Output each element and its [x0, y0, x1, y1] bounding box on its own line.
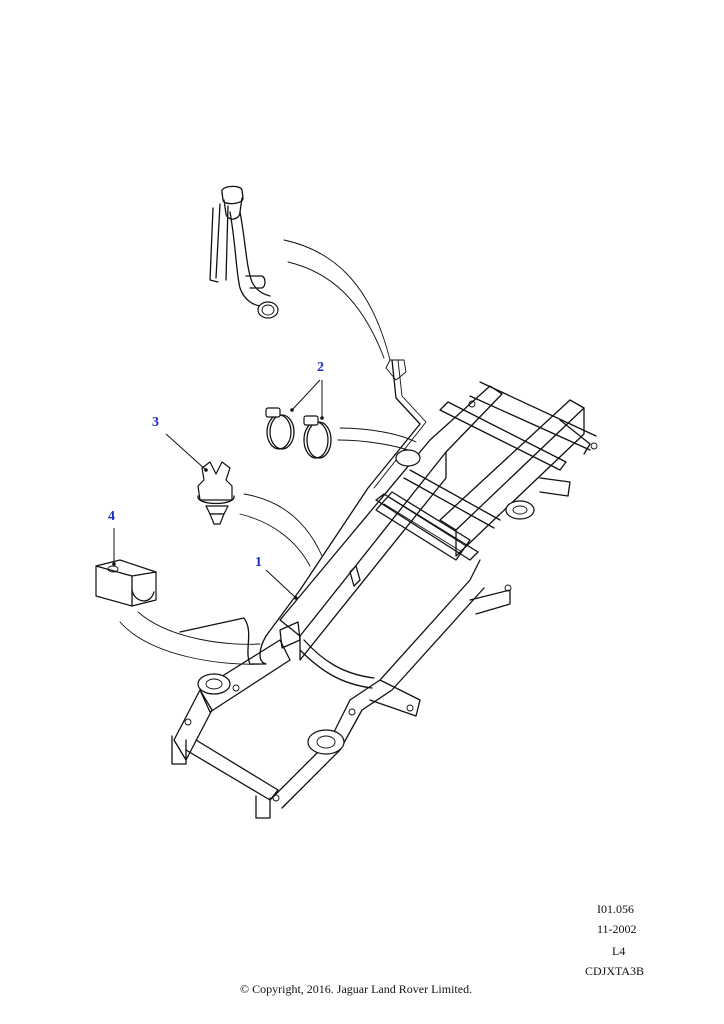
hose-clip-left	[265, 407, 295, 450]
leader-line-3	[165, 433, 207, 471]
fuel-pipe-connector	[385, 359, 407, 381]
fuel-pipe-inner	[373, 359, 427, 489]
filler-neck-hose	[209, 185, 279, 319]
leader-dot-2a	[290, 408, 294, 412]
fuel-pipe	[179, 359, 421, 665]
callout-2[interactable]: 2	[317, 360, 324, 375]
diagram-level: L4	[612, 944, 626, 958]
callout-3[interactable]: 3	[152, 415, 159, 430]
clip-guide-line	[339, 427, 417, 443]
callout-1[interactable]: 1	[255, 555, 262, 570]
diagram-ref: I01.056	[597, 902, 634, 916]
leader-line-1	[265, 569, 297, 599]
fir-tree-clip	[197, 461, 235, 525]
mounting-block	[95, 559, 157, 607]
block-guide-line	[119, 621, 263, 665]
leader-dot-3	[204, 468, 208, 472]
leader-dot-4	[112, 562, 116, 566]
leader-line-2a	[291, 379, 321, 411]
chassis-frame	[171, 381, 598, 819]
fir-tree-guide-line	[243, 493, 323, 557]
leader-dot-2b	[320, 416, 324, 420]
hose-clip-right	[303, 415, 332, 459]
fir-tree-guide-line-2	[239, 513, 311, 567]
filler-neck-guide-line	[283, 239, 391, 361]
copyright-footer: © Copyright, 2016. Jaguar Land Rover Lim…	[240, 982, 473, 996]
leader-dot-1	[294, 596, 298, 600]
callout-4[interactable]: 4	[108, 509, 115, 524]
diagram-code: CDJXTA3B	[585, 964, 645, 978]
diagram-date: 11-2002	[597, 922, 637, 936]
filler-neck-guide-line-2	[287, 261, 385, 359]
